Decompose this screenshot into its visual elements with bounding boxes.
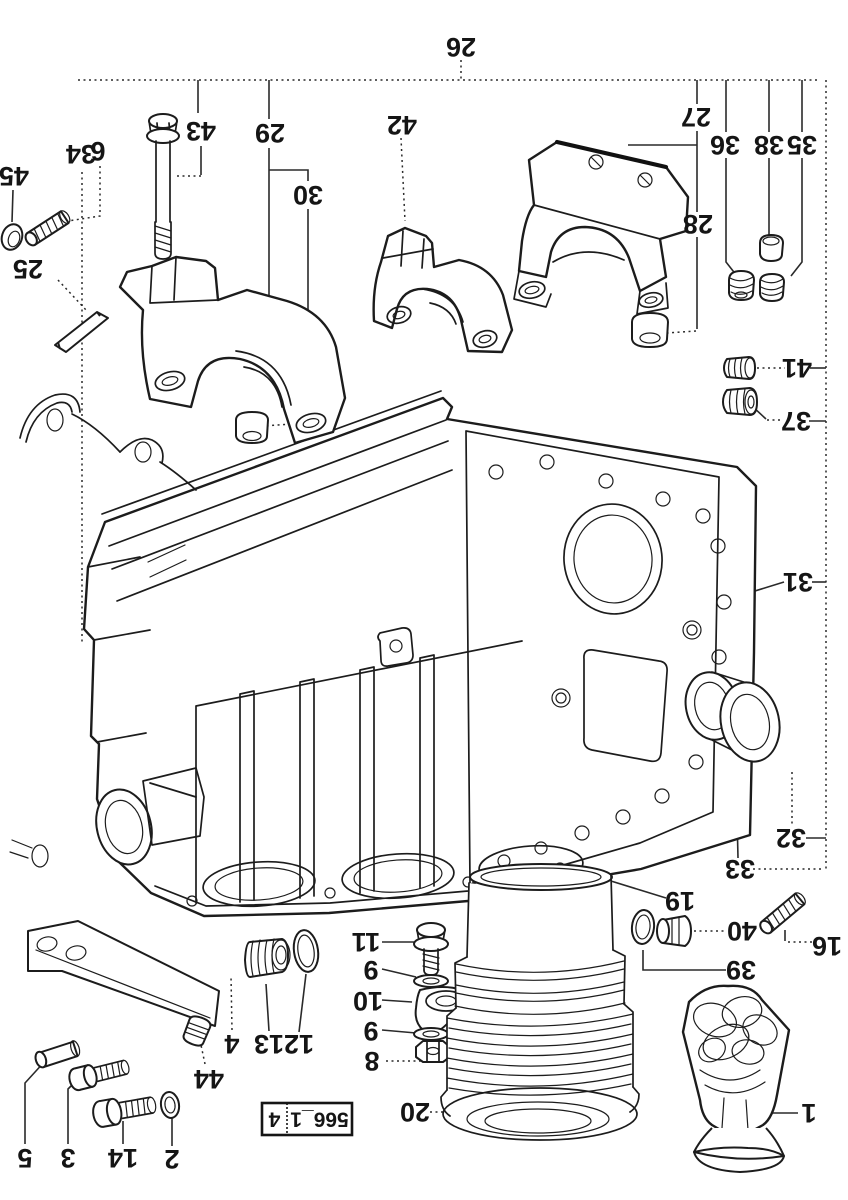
part-cylinder-liner-20: [440, 863, 640, 1143]
part-plug-28: [631, 312, 669, 348]
callout-27: 27: [681, 102, 711, 132]
leader-line: [269, 169, 309, 181]
leader-line: [642, 950, 726, 971]
leader-line: [24, 1059, 47, 1144]
part-stud-16: [759, 892, 806, 935]
leader-line: [381, 1029, 417, 1034]
reference-box-code: 566_1: [290, 1108, 349, 1131]
reference-box-sheet: 4: [268, 1108, 280, 1131]
callout-9a: 9: [363, 955, 378, 985]
callout-41: 41: [782, 353, 812, 383]
callout-31: 31: [783, 567, 813, 597]
callout-6: 6: [90, 136, 105, 166]
leader-line: [725, 158, 738, 277]
leader-line: [67, 166, 101, 222]
callout-9b: 9: [363, 1016, 378, 1046]
leader-line: [57, 279, 88, 312]
callout-44: 44: [194, 1064, 224, 1094]
bracket-wire-parts: [9, 393, 197, 868]
callout-29: 29: [255, 118, 285, 148]
callout-28: 28: [683, 209, 713, 239]
callout-45: 45: [0, 161, 29, 191]
leader-line: [298, 973, 307, 1033]
callout-36: 36: [710, 130, 740, 160]
part-bearing-cap-29: [118, 255, 347, 445]
part-wrapped-assembly-1: [681, 984, 791, 1173]
leader-line: [230, 975, 233, 1031]
part-pin-25: [54, 311, 109, 353]
engine-block-drawing: [82, 390, 781, 918]
part-bolt-14: [92, 1096, 157, 1128]
callout-35: 35: [787, 130, 817, 160]
callout-26: 26: [446, 32, 476, 62]
part-plug-41: [723, 356, 756, 380]
leader-line: [790, 158, 803, 277]
part-plug-36: [728, 270, 755, 301]
callout-1: 1: [801, 1098, 816, 1128]
part-stud-6: [24, 210, 71, 247]
part-plug-30: [235, 411, 269, 444]
callout-43: 43: [186, 116, 216, 146]
leader-lines: [11, 60, 827, 1146]
callout-42: 42: [387, 110, 417, 140]
part-bolt-3: [68, 1059, 130, 1092]
callout-8: 8: [364, 1046, 379, 1076]
leader-line: [11, 189, 14, 223]
callout-19: 19: [665, 886, 695, 916]
callout-10: 10: [353, 986, 383, 1016]
leader-line: [665, 330, 697, 334]
part-bushing-38: [759, 234, 784, 262]
callout-34: 34: [66, 139, 96, 169]
callout-14: 14: [108, 1143, 138, 1173]
part-plug-37: [722, 387, 758, 416]
callout-16: 16: [812, 931, 842, 961]
leader-line: [381, 968, 417, 978]
part-oring-12: [292, 929, 320, 973]
callout-38: 38: [754, 130, 784, 160]
part-washer-9b: [413, 1027, 449, 1041]
part-dowel-5: [34, 1040, 81, 1069]
callout-32: 32: [776, 823, 806, 853]
part-washer-2: [159, 1091, 181, 1119]
callout-13: 13: [254, 1029, 284, 1059]
leader-line: [400, 137, 406, 222]
leader-line: [265, 983, 270, 1032]
callout-11: 11: [352, 927, 381, 957]
callout-3: 3: [60, 1143, 75, 1173]
part-washer-45: [0, 223, 24, 251]
part-bearing-cap-27: [513, 139, 690, 315]
part-plug-40: [656, 915, 692, 947]
callout-30: 30: [293, 180, 323, 210]
part-bolt-43: [146, 113, 180, 260]
part-banjo-bolt-11: [413, 922, 449, 976]
part-bushing-13: [244, 938, 291, 978]
callout-4: 4: [224, 1029, 239, 1059]
part-washer-9a: [413, 974, 449, 988]
leader-line: [381, 999, 413, 1003]
callout-37: 37: [781, 406, 811, 436]
mount-strip-part: [27, 920, 220, 1027]
part-plug-44: [182, 1015, 212, 1047]
part-bearing-cap-42: [372, 226, 514, 354]
part-oring-39: [630, 909, 656, 945]
callout-20: 20: [400, 1097, 430, 1127]
callout-40: 40: [727, 916, 757, 946]
reference-box: [260, 1101, 354, 1137]
callout-25: 25: [13, 254, 43, 284]
callout-5: 5: [17, 1143, 32, 1173]
callout-12: 12: [284, 1029, 314, 1059]
leader-line: [200, 1044, 206, 1065]
callout-39: 39: [726, 955, 756, 985]
callout-33: 33: [725, 854, 755, 884]
part-nut-8: [415, 1040, 451, 1063]
part-plug-35: [759, 273, 785, 302]
callout-2: 2: [164, 1144, 179, 1174]
